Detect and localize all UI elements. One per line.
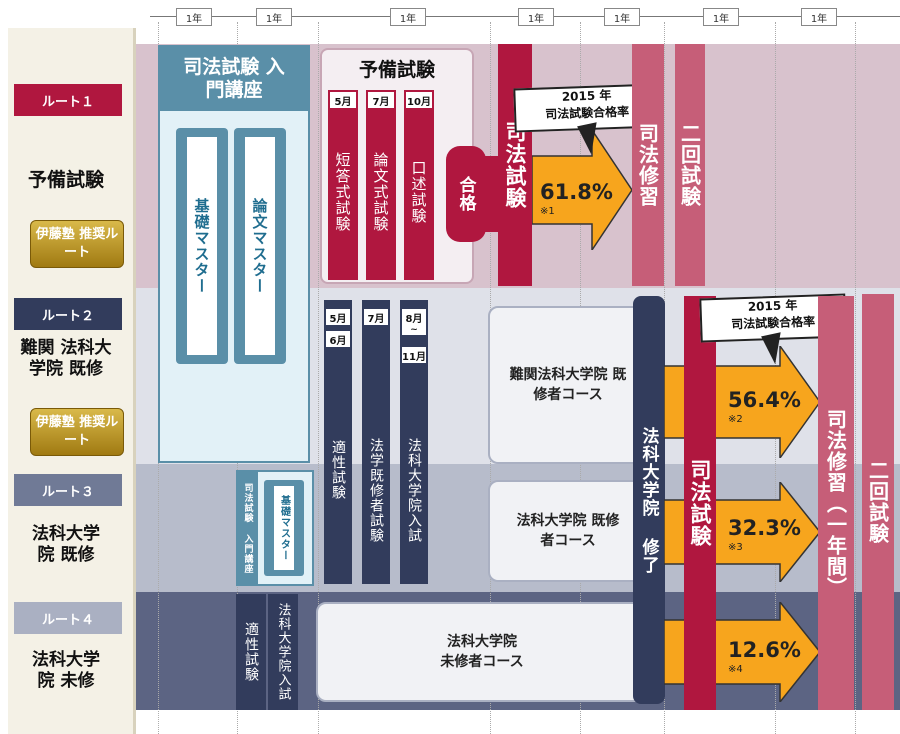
nankan-course-box: 難関法科大学院 既修者コース <box>488 306 648 464</box>
ronbun-master-box: 論文マスター <box>234 128 286 364</box>
route4-tekisei: 適性試験 <box>236 594 266 710</box>
yobi-stage-koujutsu <box>404 90 434 280</box>
ls-shiho-shushu: 司法修習（一年間） <box>818 296 854 710</box>
timeline-year-label: 1年 <box>390 8 426 26</box>
yobi-stage-name: 短答式試験 <box>333 152 352 232</box>
timeline-year-label: 1年 <box>604 8 640 26</box>
route1-pass-rate-arrow <box>532 130 632 250</box>
route1-nikai-shiken: 二回試験 <box>675 44 705 286</box>
ls-shiho-shiken: 司法試験 <box>684 296 716 710</box>
ls-kishu-bar <box>362 300 390 584</box>
yobi-stage-name: 論文式試験 <box>371 152 390 232</box>
route1-pass-rate: 61.8% <box>540 180 613 204</box>
ls-month: ~ <box>402 325 426 335</box>
route2-recommended-badge: 伊藤塾 推奨ルート <box>30 408 124 456</box>
yobi-title: 予備試験 <box>358 58 435 81</box>
intro-course-title: 司法試験 入門講座 <box>160 47 308 111</box>
route2-pass-rate: 56.4% <box>728 388 801 412</box>
yobi-stage-tanto <box>328 90 358 280</box>
route1-pass-rate-note: ※1 <box>540 206 555 217</box>
timeline-year-label: 1年 <box>256 8 292 26</box>
route1-recommended-badge: 伊藤塾 推奨ルート <box>30 220 124 268</box>
yobi-stage-month: 5月 <box>330 92 356 108</box>
timeline-year-label: 1年 <box>176 8 212 26</box>
route4-name: 法科大学院 未修 <box>32 650 100 691</box>
ls-nyushi-label: 法科大学院入試 <box>406 437 422 543</box>
kiso-master-label: 基礎マスター <box>187 137 217 355</box>
route3-pass-rate-note: ※3 <box>728 542 743 553</box>
yobi-stage-month: 10月 <box>406 92 432 108</box>
route4-pass-rate: 12.6% <box>728 638 801 662</box>
timeline-year-label: 1年 <box>703 8 739 26</box>
route4-badge: ルート４ <box>14 602 122 634</box>
kiso-master-small-box: 基礎マスター <box>264 480 304 576</box>
kiso-master-small-label: 基礎マスター <box>274 486 294 570</box>
timeline-year-label: 1年 <box>801 8 837 26</box>
yobi-pass-connector <box>484 156 502 232</box>
ls-tekisei-bar <box>324 300 352 584</box>
yobi-pass-badge: 合格 <box>446 146 486 242</box>
route1-shiho-shiken: 司法試験 <box>498 44 532 286</box>
route2-name: 難関 法科大学院 既修 <box>20 338 112 379</box>
ls-tekisei-label: 適性試験 <box>330 440 346 500</box>
route4-pass-rate-note: ※4 <box>728 664 743 675</box>
ls-month: 5月 <box>326 309 350 325</box>
ls-completion-bar: 法科大学院 修了 <box>633 296 665 704</box>
ls-month: 7月 <box>364 309 388 325</box>
intro-course-small-title: 司法試験 入門講座 <box>238 472 258 584</box>
kiso-master-box: 基礎マスター <box>176 128 228 364</box>
ls-kishu-label: 法学既修者試験 <box>368 437 384 543</box>
route2-pass-rate-note: ※2 <box>728 414 743 425</box>
ls-month: 8月 <box>402 309 426 325</box>
timeline-year-label: 1年 <box>518 8 554 26</box>
route2-badge: ルート２ <box>14 298 122 330</box>
route3-badge: ルート３ <box>14 474 122 506</box>
yobi-stage-name: 口述試験 <box>409 160 428 224</box>
ls-month: 6月 <box>326 331 350 347</box>
route3-pass-rate: 32.3% <box>728 516 801 540</box>
ronbun-master-label: 論文マスター <box>245 137 275 355</box>
route1-name: 予備試験 <box>27 169 104 191</box>
ls-month: 11月 <box>402 347 426 363</box>
route4-nyushi: 法科大学院入試 <box>268 594 298 710</box>
kishu-course-box: 法科大学院 既修者コース <box>488 480 648 582</box>
route1-shiho-shushu: 司法修習 <box>632 44 664 286</box>
route3-name: 法科大学院 既修 <box>32 524 100 565</box>
route1-badge: ルート１ <box>14 84 122 116</box>
ls-nikai-shiken: 二回試験 <box>862 294 894 710</box>
mishu-course-box: 法科大学院 未修者コース <box>316 602 648 702</box>
yobi-stage-ronbun <box>366 90 396 280</box>
yobi-stage-month: 7月 <box>368 92 394 108</box>
